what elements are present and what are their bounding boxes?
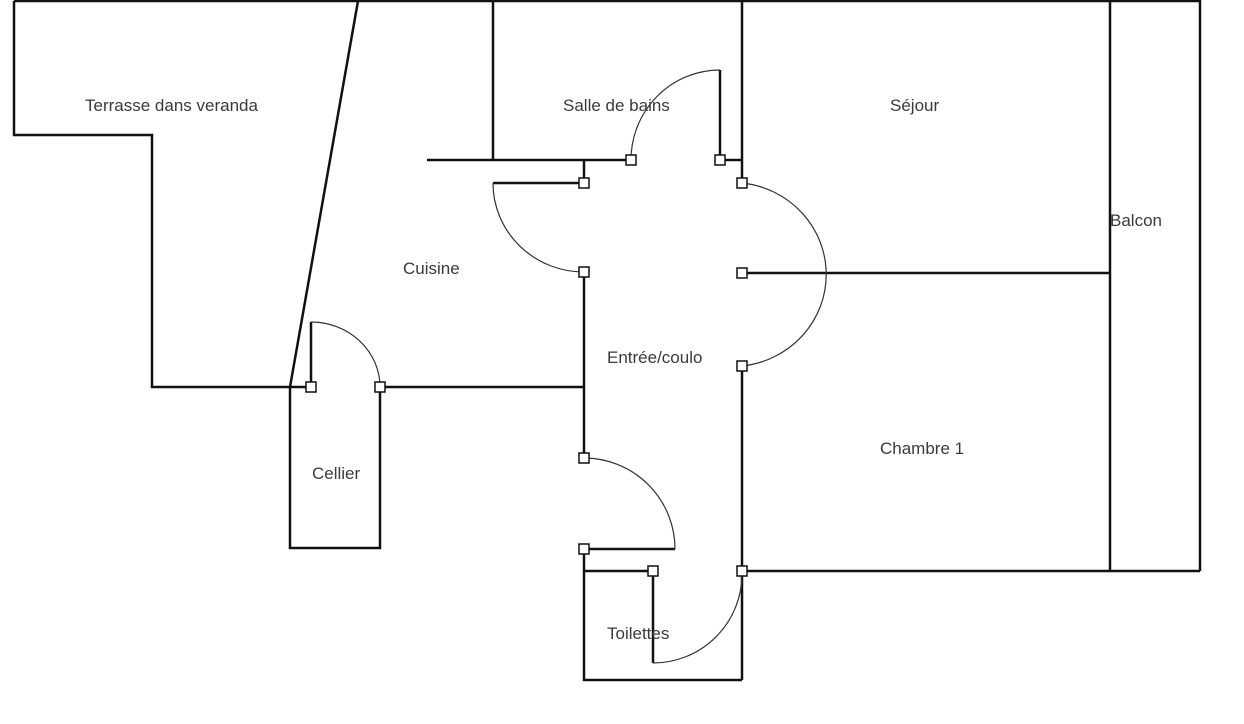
label-cellier: Cellier bbox=[312, 464, 361, 483]
label-balcon: Balcon bbox=[1110, 211, 1162, 230]
room-labels: Terrasse dans veranda Salle de bains Séj… bbox=[85, 96, 1162, 643]
hinge-marker bbox=[305, 381, 317, 393]
label-cuisine: Cuisine bbox=[403, 259, 460, 278]
cuisine-door-swing bbox=[492, 182, 585, 273]
hinge-marker bbox=[736, 267, 748, 279]
label-salle-de-bains: Salle de bains bbox=[563, 96, 670, 115]
cellier-door-swing bbox=[310, 321, 381, 388]
hinge-marker bbox=[625, 154, 637, 166]
hinge-marker bbox=[578, 266, 590, 278]
hinge-marker bbox=[578, 177, 590, 189]
hinge-marker bbox=[647, 565, 659, 577]
hinge-marker bbox=[736, 177, 748, 189]
label-sejour: Séjour bbox=[890, 96, 939, 115]
door-swings bbox=[310, 69, 827, 664]
hinge-marker bbox=[736, 360, 748, 372]
label-toilettes: Toilettes bbox=[607, 624, 669, 643]
hinges bbox=[305, 154, 748, 577]
label-entree: Entrée/coulo bbox=[607, 348, 702, 367]
walls bbox=[12, 0, 1202, 682]
sdb-door-swing bbox=[630, 69, 721, 161]
cellier-wall bbox=[288, 387, 382, 550]
toilettes-wall bbox=[582, 549, 742, 682]
hinge-marker bbox=[578, 452, 590, 464]
label-terrasse: Terrasse dans veranda bbox=[85, 96, 258, 115]
sejour-chambre-door-swing bbox=[741, 182, 827, 367]
hinge-marker bbox=[578, 543, 590, 555]
veranda-diagonal-wall bbox=[288, 0, 360, 388]
toilettes-door-swing bbox=[652, 573, 743, 664]
entree-door-swing bbox=[583, 457, 676, 550]
hinge-marker bbox=[736, 565, 748, 577]
terrasse-wall bbox=[12, 1, 311, 389]
hinge-marker bbox=[374, 381, 386, 393]
hinge-marker bbox=[714, 154, 726, 166]
label-chambre: Chambre 1 bbox=[880, 439, 964, 458]
outer-wall-top bbox=[14, 0, 1202, 571]
